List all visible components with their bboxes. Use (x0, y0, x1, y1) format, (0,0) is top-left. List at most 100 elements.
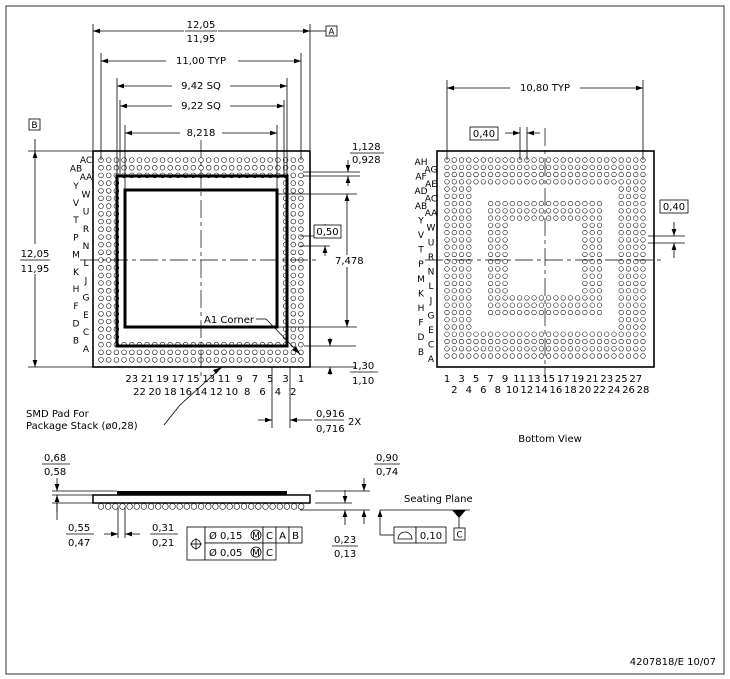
column-label: 16 (179, 387, 192, 398)
ball (531, 208, 537, 214)
ball (98, 249, 104, 255)
ball (625, 201, 632, 207)
ball (582, 179, 588, 185)
ball (488, 244, 494, 250)
ball (458, 222, 465, 228)
ball (640, 353, 646, 359)
ball (236, 157, 243, 163)
ball (466, 230, 472, 236)
column-label: 3 (282, 374, 288, 385)
ball (546, 346, 552, 352)
dim-inner-square: 9,22 SQ (181, 101, 221, 112)
ball (589, 179, 595, 185)
column-label: 6 (259, 387, 265, 398)
ball (98, 318, 104, 325)
ball (618, 215, 624, 221)
column-label: 3 (458, 374, 464, 385)
ball (582, 346, 588, 352)
row-label: P (418, 260, 424, 270)
column-label: 10 (225, 387, 238, 398)
datum-b-box (28, 118, 41, 131)
ball (553, 302, 559, 308)
ball (633, 157, 639, 163)
ball (625, 317, 632, 323)
ball (458, 353, 465, 359)
column-label: 2 (290, 387, 296, 398)
ball (451, 164, 457, 170)
ball (517, 208, 523, 214)
ball (229, 357, 235, 363)
ball (466, 244, 472, 250)
ball (589, 266, 595, 272)
ball (167, 165, 173, 171)
ball (444, 164, 450, 170)
ball (567, 302, 573, 308)
column-label: 23 (600, 374, 613, 385)
ball (458, 338, 465, 345)
ball (290, 341, 296, 348)
ball (175, 349, 181, 355)
ball (625, 193, 632, 199)
ball (517, 331, 523, 337)
ball (589, 346, 595, 352)
ball (290, 157, 296, 163)
ball (618, 346, 624, 352)
ball (466, 251, 472, 257)
ball (229, 157, 235, 163)
ball (488, 295, 494, 301)
ball (106, 318, 112, 325)
datum-b-label: B (31, 121, 37, 131)
ball (290, 272, 296, 279)
ball (162, 503, 169, 510)
bottom-dim-pitch-v: 0,40 (663, 202, 685, 213)
ball (451, 302, 457, 308)
ball (458, 309, 465, 316)
dim-ball-pitch-min: 0,21 (152, 538, 174, 549)
ball (290, 334, 296, 340)
ball (121, 157, 127, 163)
ball (169, 503, 176, 510)
ball (502, 331, 508, 337)
ball (596, 331, 603, 337)
ball (252, 357, 258, 363)
ball (517, 215, 523, 221)
ball (144, 357, 150, 363)
ball (129, 357, 135, 363)
ball (126, 503, 133, 510)
ball (524, 179, 530, 185)
ball (589, 295, 595, 301)
ball (290, 226, 296, 232)
ball (596, 157, 603, 163)
ball (495, 353, 501, 359)
ball (575, 331, 581, 337)
row-label: N (428, 268, 435, 278)
row-label: H (73, 285, 80, 295)
row-label: K (73, 268, 80, 278)
ball (458, 324, 465, 330)
ball (290, 288, 296, 294)
row-label: U (83, 208, 90, 218)
ball (106, 272, 112, 279)
ball (144, 349, 150, 355)
ball (625, 208, 632, 214)
column-label: 17 (557, 374, 570, 385)
ball (198, 503, 205, 510)
bottom-dim-pitch-h: 0,40 (473, 129, 495, 140)
tol-ref-c-1: C (266, 531, 273, 542)
ball (618, 266, 624, 272)
svg-text:M: M (252, 549, 260, 559)
ball (458, 288, 465, 294)
column-label: 4 (275, 387, 281, 398)
ball (155, 503, 162, 510)
ball (502, 179, 508, 185)
ball (589, 215, 595, 221)
ball (509, 353, 515, 359)
ball (589, 171, 595, 178)
ball (290, 280, 296, 286)
ball (618, 244, 624, 250)
dim-top-thickness-max: 0,68 (44, 453, 66, 464)
ball (495, 179, 501, 185)
ball (466, 280, 472, 286)
column-label: 8 (244, 387, 250, 398)
